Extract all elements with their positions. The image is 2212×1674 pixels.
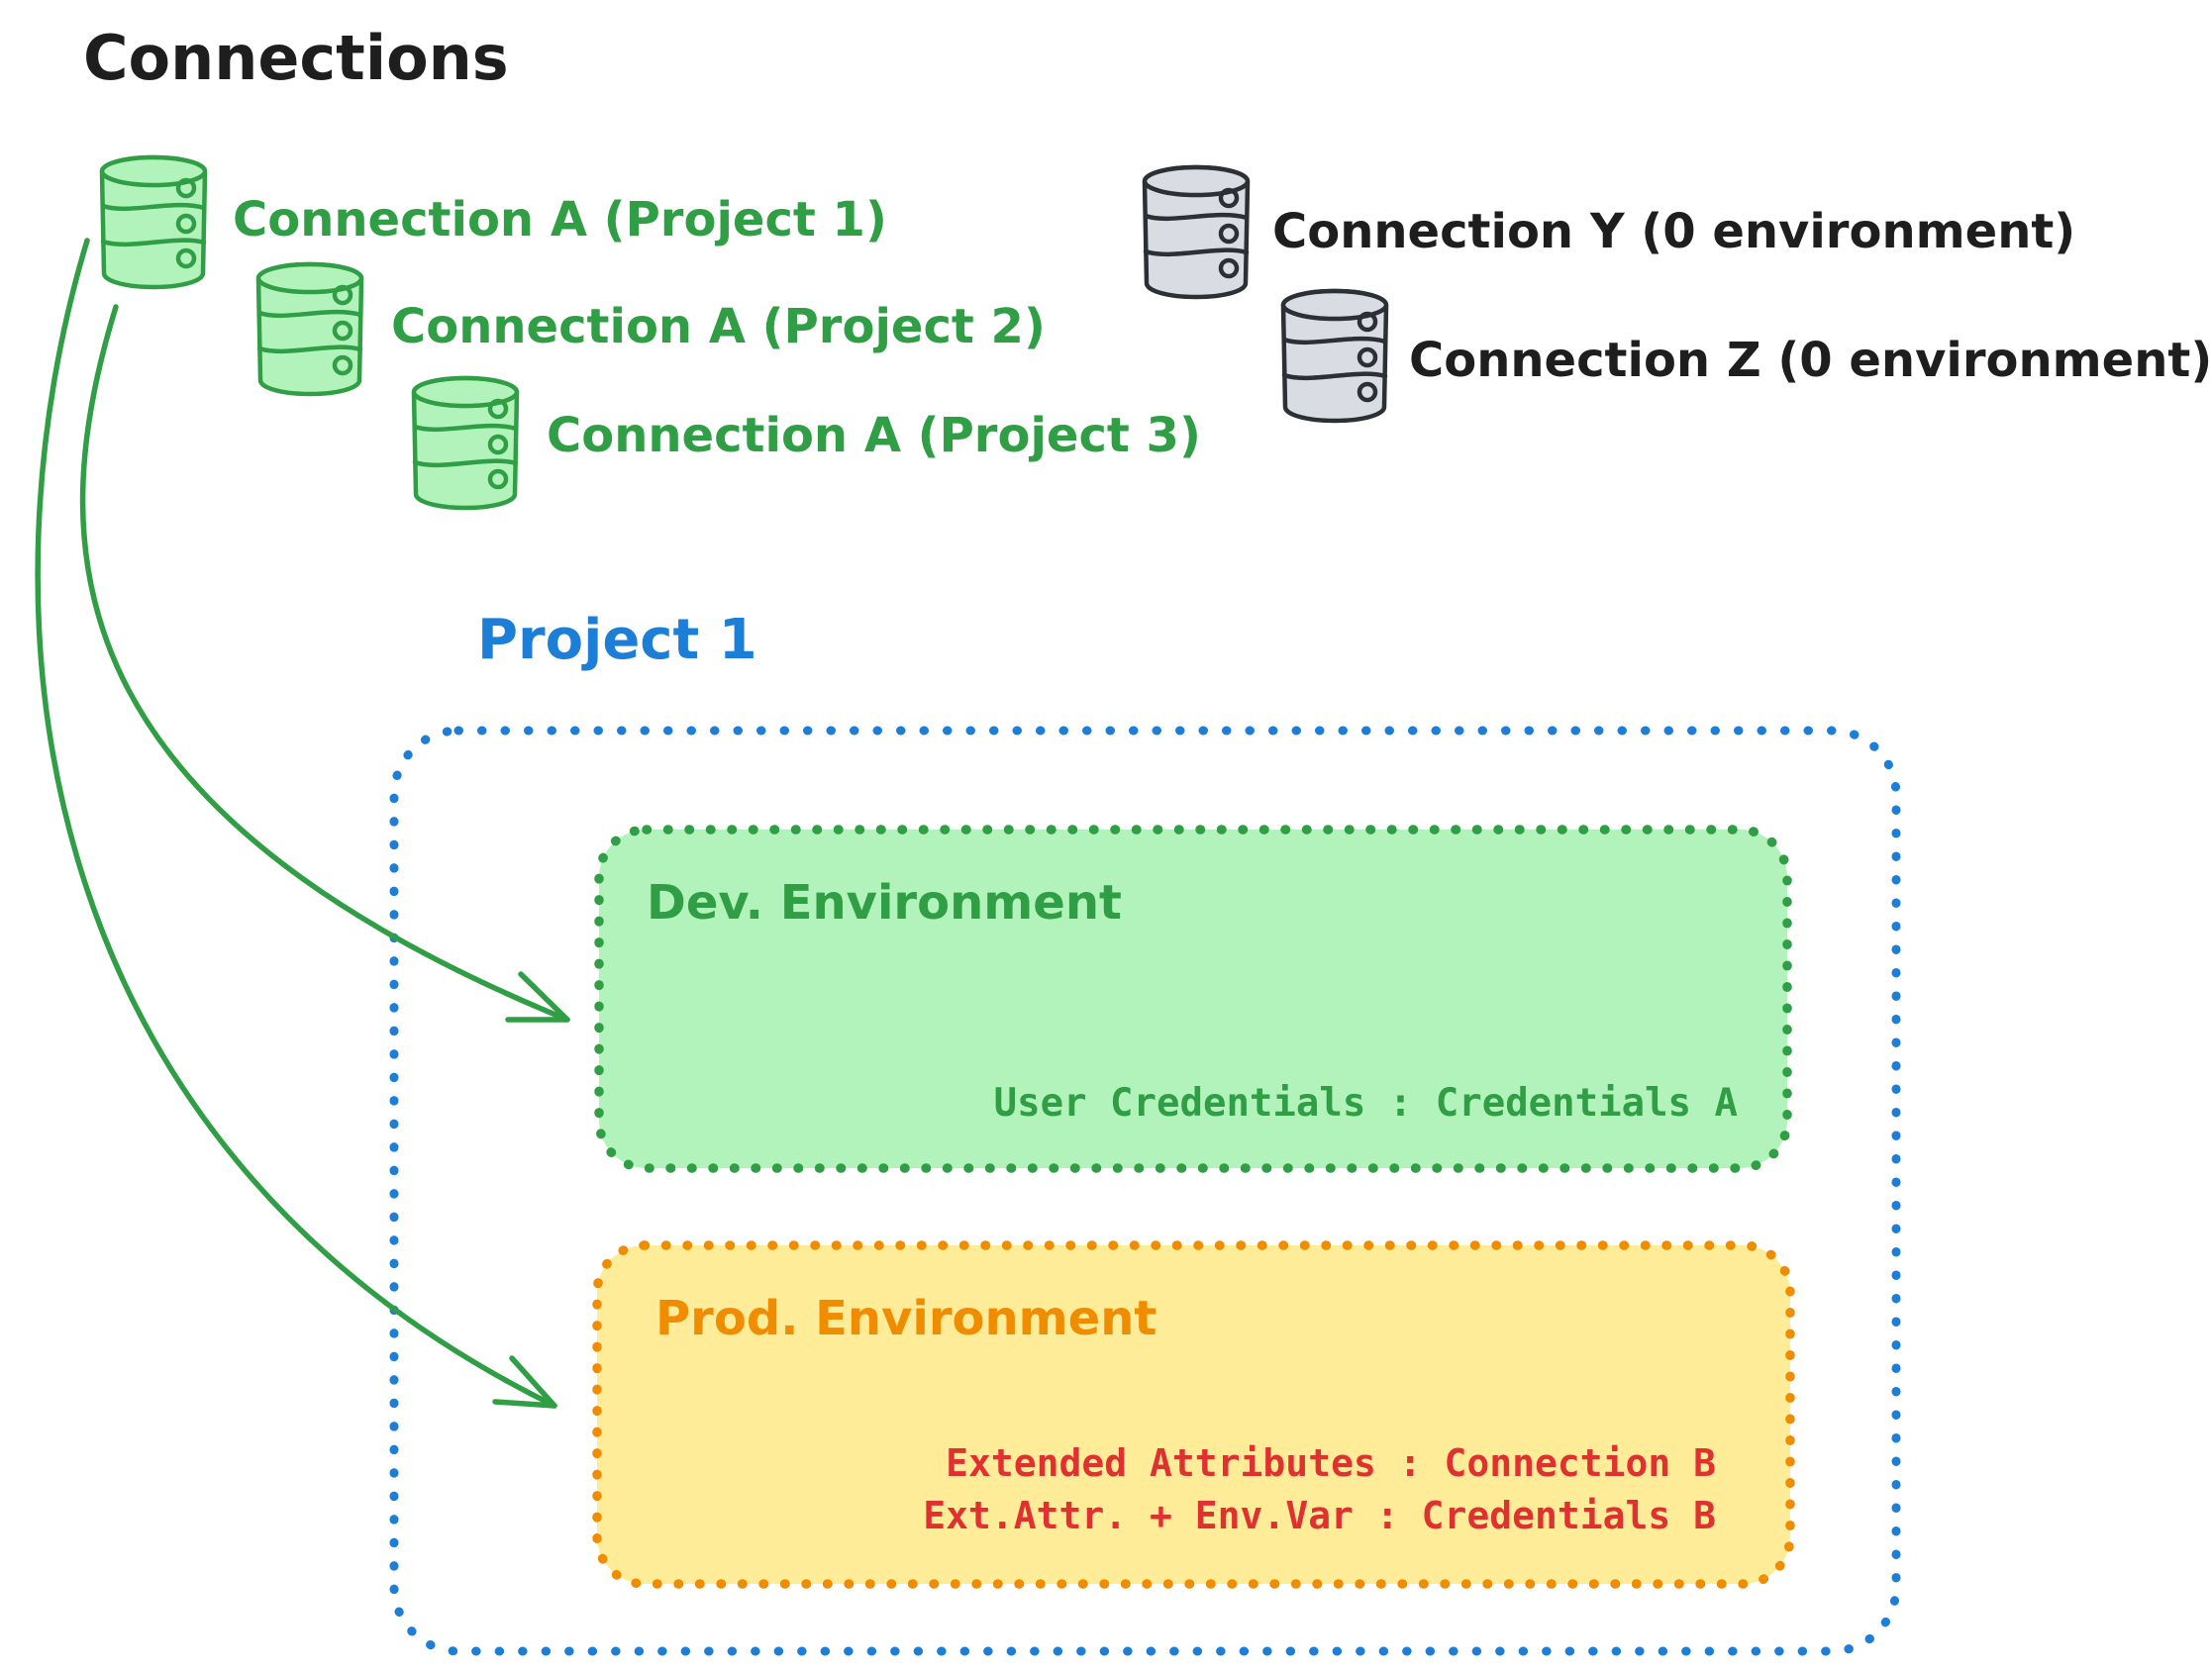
- prod-environment-box: [592, 1240, 1795, 1589]
- project-1-boundary-box: [389, 726, 1901, 1656]
- database-icon-connection-y: [1145, 167, 1248, 297]
- dev-environment-credentials-mapping: User Credentials : Credentials A: [993, 1081, 1738, 1126]
- label-connection-z: Connection Z (0 environment): [1409, 333, 2212, 388]
- database-icon-connection-a-project-3: [414, 378, 517, 508]
- database-icon-connection-a-project-1: [102, 157, 205, 287]
- prod-environment-title: Prod. Environment: [655, 1291, 1157, 1346]
- label-connection-a-project-2: Connection A (Project 2): [391, 299, 1046, 354]
- label-connection-a-project-3: Connection A (Project 3): [547, 408, 1201, 463]
- database-icon-connection-z: [1283, 291, 1386, 421]
- arrow-to-dev-environment: [79, 304, 570, 1023]
- prod-mapping-line-1: Extended Attributes : Connection B: [946, 1441, 1716, 1485]
- label-connection-a-project-1: Connection A (Project 1): [233, 192, 887, 247]
- label-connection-y: Connection Y (0 environment): [1272, 204, 2076, 259]
- project-1-title: Project 1: [477, 608, 757, 672]
- prod-mapping-line-2: Ext.Attr. + Env.Var : Credentials B: [923, 1494, 1716, 1537]
- prod-environment-mappings: Extended Attributes : Connection B Ext.A…: [923, 1437, 1716, 1542]
- database-icon-connection-a-project-2: [258, 264, 361, 394]
- arrow-to-prod-environment: [35, 238, 557, 1409]
- dev-environment-box: [594, 825, 1792, 1173]
- dev-environment-title: Dev. Environment: [647, 875, 1122, 931]
- page-title: Connections: [83, 22, 509, 94]
